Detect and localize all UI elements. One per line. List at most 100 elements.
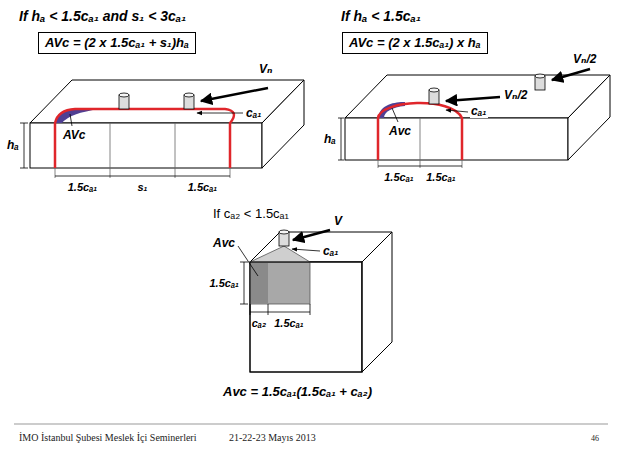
footer-rule: [14, 424, 608, 425]
load-label: V: [333, 214, 343, 228]
slab-single-anchor: [345, 75, 610, 160]
condition-heading: If cₐ₂ < 1.5cₐ₁: [212, 206, 290, 222]
anchor-bolt: [279, 230, 289, 246]
projected-area-shading: [250, 246, 310, 262]
condition-heading: If hₐ < 1.5cₐ₁: [340, 8, 422, 25]
anchor-bolt: [535, 74, 545, 78]
dimension-label: cₐ₁: [322, 244, 340, 258]
load-label: Vₙ/2: [572, 52, 597, 66]
dimension-label: s₁: [137, 180, 149, 194]
load-arrow: [446, 97, 500, 101]
dimension-lines: [55, 176, 230, 177]
dimension-label: hₐ: [323, 132, 337, 146]
dimension-lines: [268, 304, 269, 315]
leader-line: [238, 246, 258, 276]
dimension-lines: [240, 304, 248, 305]
dimension-lines: [341, 118, 342, 160]
dimension-label: 1.5cₐ₁: [383, 170, 415, 184]
anchor-bolt: [119, 93, 194, 109]
formula-text: AVc = (2 x 1.5cₐ₁) x hₐ: [349, 35, 481, 51]
leader-line: [70, 113, 243, 126]
load-label: Vₙ/2: [503, 88, 528, 102]
projected-area-shading: [250, 246, 362, 372]
area-label: AVc: [62, 128, 86, 142]
slab-single-anchor: [568, 75, 610, 160]
anchor-bolt: [119, 93, 129, 97]
load-arrow: [201, 88, 268, 101]
dimension-lines: [55, 168, 56, 178]
load-label: Vₙ: [258, 62, 273, 76]
dimension-lines: [250, 312, 310, 313]
dimension-lines: [240, 262, 248, 263]
dimension-lines: [378, 166, 462, 167]
breakout-area-shading: [55, 109, 100, 123]
leader-line: [392, 108, 468, 122]
concrete-corner-block: [250, 262, 362, 372]
dimension-lines: [462, 160, 463, 168]
dimension-lines: [20, 168, 28, 169]
breakout-edge-line: [378, 103, 462, 160]
slab-two-anchors: [30, 80, 304, 123]
concrete-corner-block: [362, 232, 392, 372]
load-arrow: [552, 69, 590, 80]
dimension-lines: [20, 123, 230, 178]
formula-box: AVc = (2 x 1.5cₐ₁) x hₐ: [342, 32, 488, 54]
formula-box: AVc = (2 x 1.5cₐ₁ + s₁)hₐ: [38, 32, 196, 54]
dimension-lines: [338, 118, 344, 119]
load-arrow: [293, 230, 330, 240]
dimension-lines: [20, 123, 28, 124]
leader-line: [446, 110, 468, 112]
leader-line: [197, 113, 243, 114]
footer-text: İMO İstanbul Şubesi Meslek İçi Seminerle…: [18, 432, 197, 444]
formula-text: AVc = (2 x 1.5cₐ₁ + s₁)hₐ: [45, 35, 189, 51]
dimension-lines: [420, 118, 421, 168]
page-number: 46: [590, 434, 600, 444]
leader-line: [238, 246, 320, 276]
dimension-label: 1.5cₐ₁: [273, 316, 305, 330]
load-arrow: [446, 69, 590, 101]
dimension-lines: [338, 118, 462, 168]
area-label: Avc: [388, 124, 412, 138]
dimension-label: cₐ₁: [245, 106, 263, 120]
footer-rule: [14, 424, 608, 425]
dimension-lines: [24, 123, 25, 168]
dimension-lines: [244, 262, 245, 304]
dimension-lines: [250, 304, 251, 315]
dimension-label: 1.5cₐ₁: [187, 180, 219, 194]
dimension-label: cₐ₁: [470, 104, 488, 118]
slab-two-anchors: [262, 80, 304, 168]
dimension-lines: [338, 160, 344, 161]
dimension-label: cₐ₂: [251, 316, 268, 330]
anchor-bolt: [184, 93, 194, 97]
dimension-label: 1.5cₐ₁: [208, 276, 240, 290]
condition-heading: If hₐ < 1.5cₐ₁ and s₁ < 3cₐ₁: [18, 8, 187, 25]
anchor-bolt: [279, 230, 289, 234]
dimension-lines: [310, 304, 311, 315]
dimension-lines: [110, 123, 111, 178]
anchor-bolt: [429, 74, 545, 104]
load-arrow: [293, 230, 330, 240]
footer-date: 21-22-23 Mayıs 2013: [228, 432, 317, 444]
dimension-label: 1.5cₐ₁: [67, 180, 99, 194]
area-formula: Avc = 1.5cₐ₁(1.5cₐ₁ + cₐ₂): [222, 384, 373, 400]
dimension-lines: [378, 160, 379, 168]
breakout-edge-line: [378, 103, 462, 160]
projected-area-shading: [250, 262, 362, 372]
breakout-edge-line: [55, 109, 234, 168]
dimension-lines: [175, 123, 176, 178]
concrete-corner-block: [250, 232, 392, 372]
leader-line: [292, 249, 320, 251]
area-label: Avc: [212, 236, 236, 250]
leader-line: [392, 108, 398, 122]
breakout-edge-line: [55, 109, 234, 168]
slab-single-anchor: [345, 75, 610, 118]
slab-two-anchors: [30, 123, 262, 168]
breakout-area-shading: [55, 109, 100, 123]
anchor-bolt: [429, 88, 439, 92]
slab-two-anchors: [30, 80, 304, 168]
dimension-label: 1.5cₐ₁: [425, 170, 457, 184]
dimension-lines: [240, 262, 310, 315]
leader-line: [70, 114, 72, 126]
load-arrow: [201, 88, 268, 101]
